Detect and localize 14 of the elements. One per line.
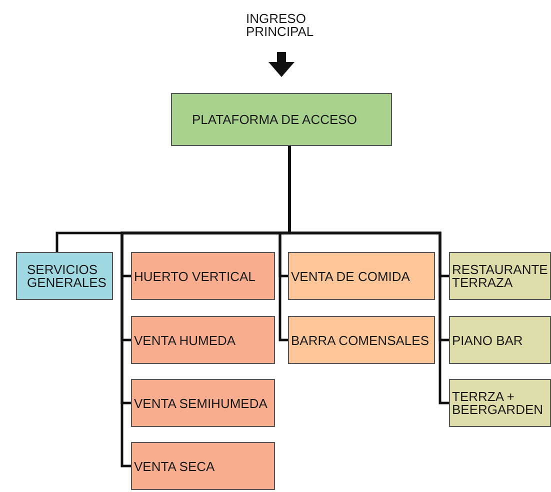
- market-box: VENTA SEMIHUMEDA: [131, 379, 275, 427]
- service-box: SERVICIOS GENERALES: [16, 252, 113, 300]
- entrance-label: INGRESO PRINCIPAL: [246, 8, 328, 42]
- entrance-arrow: [268, 52, 294, 77]
- restaurant-box: PIANO BAR: [449, 316, 551, 364]
- restaurant-box: RESTAURANTE TERRAZA: [449, 252, 551, 300]
- connector-line: [288, 146, 449, 404]
- food-box: VENTA DE COMIDA: [288, 252, 435, 300]
- market-box: VENTA HUMEDA: [131, 316, 275, 364]
- restaurant-box: TERRZA + BEERGARDEN: [449, 379, 551, 427]
- market-box: HUERTO VERTICAL: [131, 252, 275, 300]
- market-box: VENTA SECA: [131, 442, 275, 490]
- access-box: PLATAFORMA DE ACCESO: [171, 93, 392, 146]
- food-box: BARRA COMENSALES: [288, 316, 435, 364]
